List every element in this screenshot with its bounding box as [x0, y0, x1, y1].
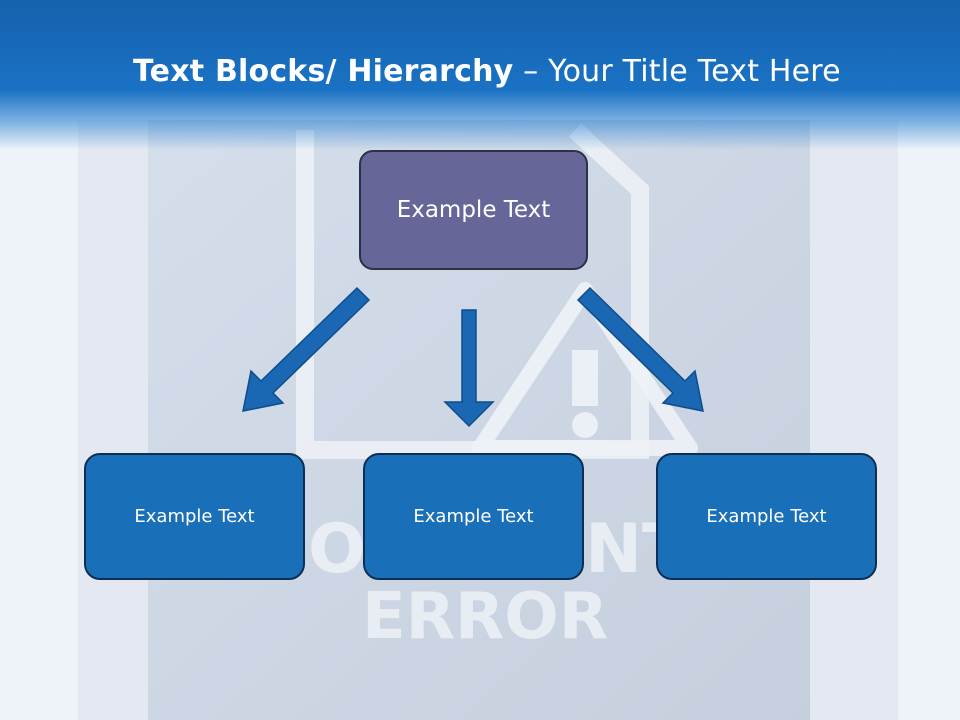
title-bar: Text Blocks/ Hierarchy – Your Title Text… [0, 0, 960, 150]
arrow-right [576, 286, 704, 412]
slide-title-bold: Text Blocks/ Hierarchy [133, 54, 514, 89]
child-text-block-right[interactable]: Example Text [656, 453, 877, 580]
top-text-block-label: Example Text [396, 197, 551, 223]
child-text-block-label: Example Text [134, 506, 255, 527]
arrow-center [443, 309, 495, 428]
top-text-block[interactable]: Example Text [359, 150, 588, 270]
child-text-block-center[interactable]: Example Text [363, 453, 584, 580]
warning-triangle-icon [472, 282, 698, 456]
child-text-block-label: Example Text [413, 506, 534, 527]
slide-title: Text Blocks/ Hierarchy – Your Title Text… [133, 54, 841, 89]
background-text-error: ERROR [362, 580, 608, 654]
child-text-block-label: Example Text [706, 506, 827, 527]
arrow-left [242, 286, 371, 412]
child-text-block-left[interactable]: Example Text [84, 453, 305, 580]
slide-title-rest: Your Title Text Here [548, 54, 841, 89]
slide-title-separator: – [513, 54, 549, 89]
